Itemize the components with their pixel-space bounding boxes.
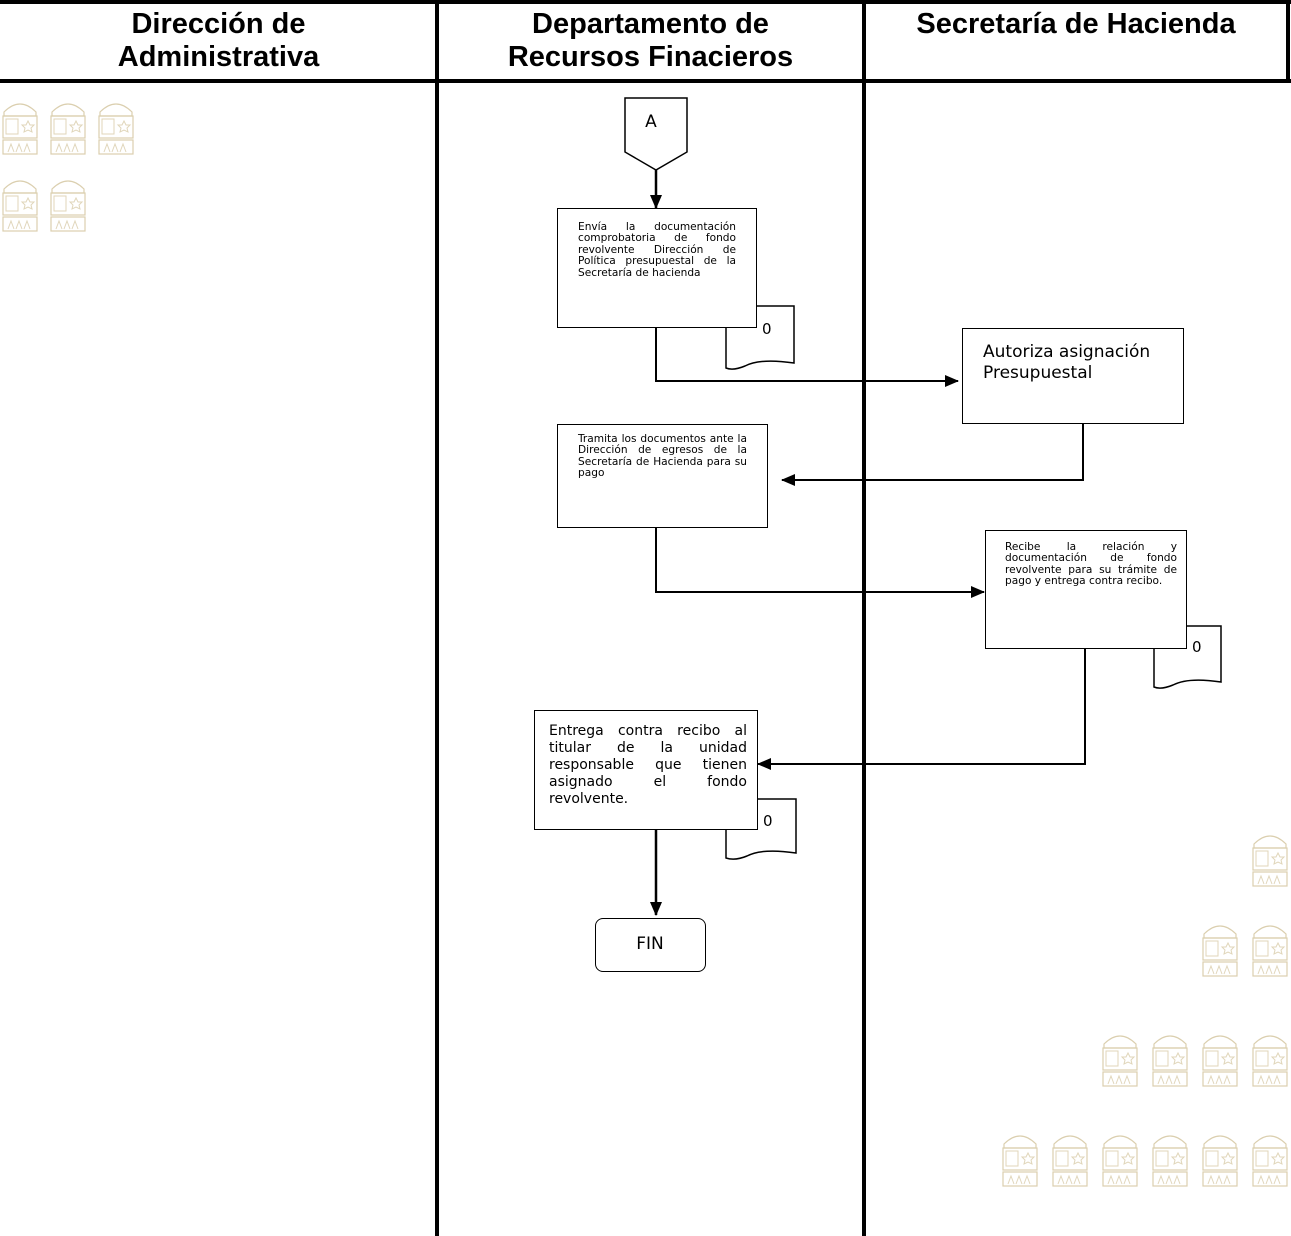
step-recibe-relacion: Recibe la relación y documentación de fo… [985, 530, 1187, 649]
lane-header-administrativa: Dirección de Administrativa [0, 2, 437, 82]
step-envia-documentacion: Envía la documentación comprobatoria de … [557, 208, 757, 328]
lane-title-line2: Administrativa [117, 41, 320, 73]
end-terminator: FIN [595, 918, 706, 972]
step-entrega-contra-recibo: Entrega contra recibo al titular de la u… [534, 710, 758, 830]
step-text: Autoriza asignación Presupuestal [983, 342, 1151, 383]
step-autoriza-asignacion: Autoriza asignación Presupuestal [962, 328, 1184, 424]
document-count: 0 [1192, 638, 1202, 656]
lane-header-recursos-financieros: Departamento de Recursos Finacieros [437, 2, 864, 82]
step-text: Tramita los documentos ante la Dirección… [578, 433, 747, 480]
step-text: Entrega contra recibo al titular de la u… [549, 723, 747, 807]
step-text: Envía la documentación comprobatoria de … [578, 221, 736, 279]
lane-title-line2: Recursos Finacieros [507, 41, 794, 73]
document-count: 0 [763, 812, 773, 830]
lane-title-line1: Dirección de [131, 8, 306, 40]
step-text: Recibe la relación y documentación de fo… [1005, 541, 1177, 588]
document-count: 0 [762, 320, 772, 338]
off-page-connector-shape [624, 97, 688, 171]
step-tramita-documentos: Tramita los documentos ante la Dirección… [557, 424, 768, 528]
off-page-connector-a: A [645, 112, 657, 132]
end-label: FIN [636, 934, 664, 954]
lane-title-line1: Secretaría de Hacienda [916, 8, 1236, 40]
lane-header-secretaria-hacienda: Secretaría de Hacienda [864, 2, 1288, 82]
lane-title-line1: Departamento de [532, 8, 769, 40]
